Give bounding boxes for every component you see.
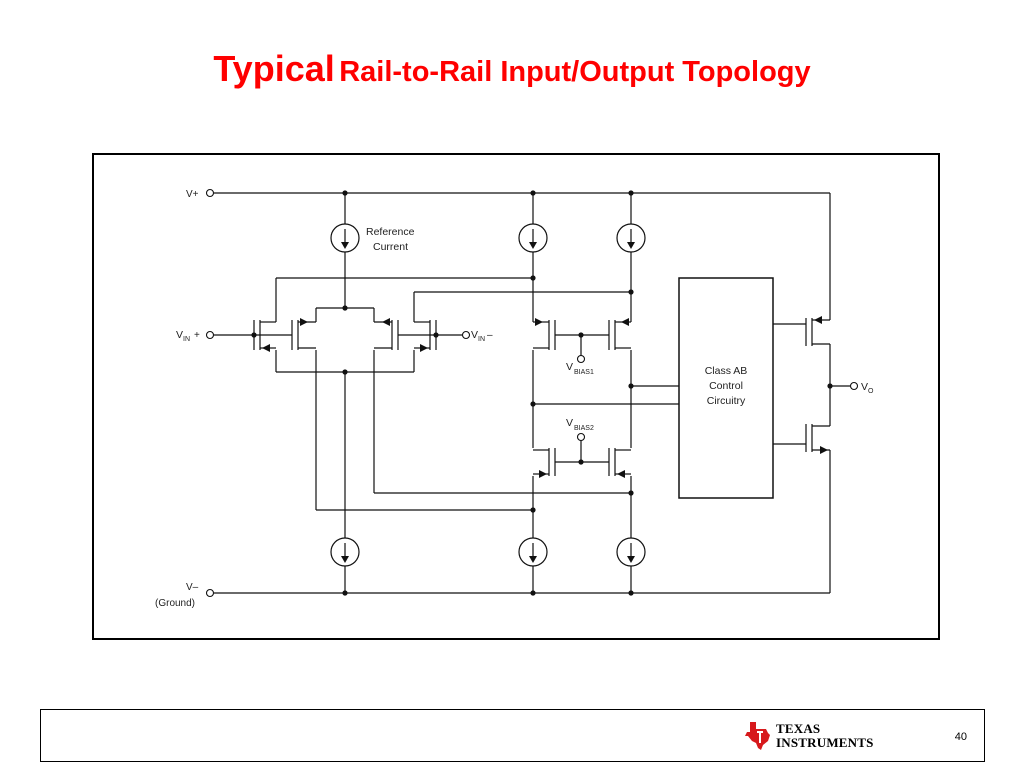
- vbias1-sub: BIAS1: [574, 369, 594, 376]
- vo-sub: O: [868, 388, 874, 395]
- schematic-frame: V+ Reference Current V IN + V IN – V BIA…: [92, 153, 940, 640]
- vminus-label: V–: [186, 582, 199, 593]
- classab-line3: Circuitry: [707, 395, 746, 407]
- ref-current-line2: Current: [373, 241, 408, 253]
- vin-plus-sub: IN: [183, 336, 190, 343]
- title-rest: Rail-to-Rail Input/Output Topology: [339, 56, 811, 88]
- vin-minus-sub: IN: [478, 336, 485, 343]
- vin-minus-main: V: [471, 329, 478, 341]
- page-number: 40: [954, 731, 967, 743]
- vbias2-sub: BIAS2: [574, 425, 594, 432]
- ground-label: (Ground): [155, 598, 195, 609]
- vbias2-main: V: [566, 417, 573, 429]
- classab-line1: Class AB: [705, 365, 748, 377]
- rail-to-rail-schematic: V+ Reference Current V IN + V IN – V BIA…: [155, 188, 874, 609]
- vo-main: V: [861, 381, 868, 393]
- classab-line2: Control: [709, 380, 743, 392]
- vplus-label: V+: [186, 189, 199, 200]
- texas-instruments-logo: TEXAS INSTRUMENTS: [744, 719, 874, 753]
- class-ab-block: [678, 277, 774, 499]
- vin-minus-sign: –: [487, 330, 493, 341]
- logo-line1: TEXAS: [776, 721, 821, 736]
- vbias1-main: V: [566, 361, 573, 373]
- footer-bar: TEXAS INSTRUMENTS 40: [40, 709, 985, 762]
- ref-current-line1: Reference: [366, 226, 415, 238]
- ti-state-icon: [745, 722, 770, 750]
- title-first-word: Typical: [213, 48, 335, 89]
- vin-plus-main: V: [176, 329, 183, 341]
- logo-line2: INSTRUMENTS: [776, 735, 874, 750]
- slide-title: Typical Rail-to-Rail Input/Output Topolo…: [0, 48, 1024, 90]
- vin-plus-sign: +: [194, 330, 200, 341]
